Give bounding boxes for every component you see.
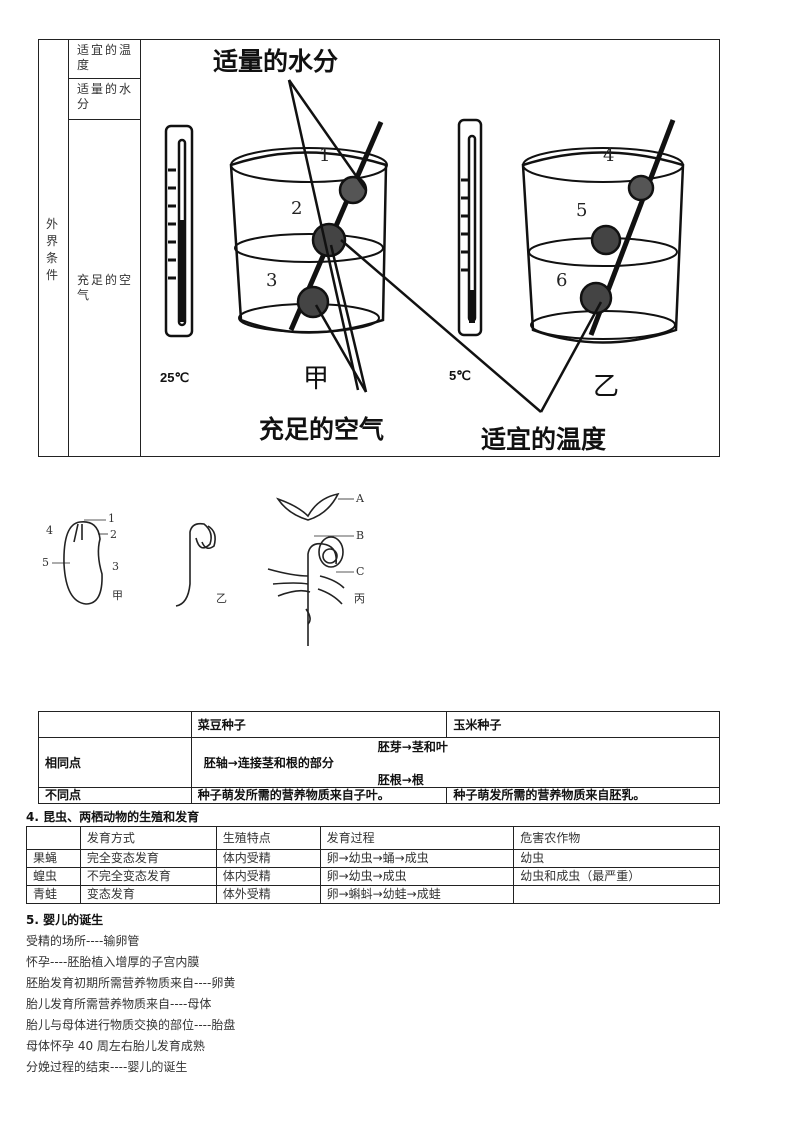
list-item: 分娩过程的结束----婴儿的诞生	[26, 1060, 188, 1074]
seed-comparison-table: 菜豆种子 玉米种子 相同点 胚轴→连接茎和根的部分 胚芽→茎和叶 胚根→根 不同…	[38, 711, 721, 804]
header-cell-corn: 玉米种子	[446, 711, 720, 738]
hypocotyl-text: 胚轴→连接茎和根的部分	[203, 756, 334, 770]
condition-water: 适量的水分	[69, 79, 140, 120]
part-B: B	[356, 529, 365, 542]
table-cell: 不完全变态发育	[79, 867, 217, 886]
figure-yi-label: 乙	[216, 592, 227, 605]
beaker-yi-label: 乙	[593, 372, 620, 402]
figure-bing-label: 丙	[354, 592, 365, 605]
table-cell: 完全变态发育	[79, 849, 217, 868]
condition-air: 充足的空气	[77, 273, 134, 302]
table-row-differences: 不同点 种子萌发所需的营养物质来自子叶。 种子萌发所需的营养物质来自胚乳。	[38, 787, 720, 804]
plumule-text: 胚芽→茎和叶	[377, 740, 448, 754]
part-C: C	[356, 565, 365, 578]
germinating-seed-icon	[175, 522, 212, 607]
beaker-yi-icon	[521, 151, 685, 344]
header-cell	[26, 826, 81, 850]
seedling-illustration	[52, 492, 354, 646]
table-cell: 体外受精	[215, 885, 321, 904]
table-cell: 卵→蝌蚪→幼蛙→成蛙	[319, 885, 515, 904]
part-1: 1	[108, 512, 115, 525]
bean-seedling-icon	[307, 542, 338, 646]
list-item: 胎儿发育所需营养物质来自----母体	[26, 997, 212, 1011]
temp-yi: 5℃	[449, 368, 471, 383]
insect-amphibian-table: 发育方式 生殖特点 发育过程 危害农作物 果蝇 完全变态发育 体内受精 卵→幼虫…	[26, 826, 720, 904]
part-2: 2	[110, 528, 117, 541]
table-cell: 幼虫和成虫（最严重）	[513, 867, 720, 886]
table-cell: 卵→幼虫→蛹→成虫	[319, 849, 515, 868]
seed-6: 6	[556, 270, 568, 291]
bean-difference: 种子萌发所需的营养物质来自子叶。	[190, 787, 448, 804]
part-4: 4	[46, 524, 53, 537]
beaker-jia-label: 甲	[303, 364, 330, 394]
callout-air: 充足的空气	[259, 415, 385, 444]
part-A: A	[356, 492, 364, 505]
thermometer-icon	[164, 124, 194, 338]
radicle-text: 胚根→根	[377, 773, 424, 787]
beaker-illustration	[164, 79, 685, 413]
seedling-figures: 1 2 3 4 5 甲 乙 A B C 丙	[38, 484, 378, 649]
seed-3: 3	[266, 270, 278, 291]
seed-5: 5	[576, 200, 588, 221]
callout-water: 适量的水分	[213, 47, 339, 76]
part-5: 5	[42, 556, 49, 569]
header-cell: 发育方式	[79, 826, 217, 850]
birth-facts-list: 受精的场所----输卵管 怀孕----胚胎植入增厚的子宫内膜 胚胎发育初期所需营…	[26, 931, 235, 1078]
header-cell: 危害农作物	[513, 826, 720, 850]
part-3: 3	[112, 560, 119, 573]
external-conditions-cell: 外界条件	[39, 40, 69, 456]
header-cell-bean: 菜豆种子	[190, 711, 448, 738]
table-header-row: 菜豆种子 玉米种子	[38, 711, 720, 738]
header-cell	[38, 711, 192, 738]
seed-1: 1	[319, 145, 331, 166]
table-cell: 青蛙	[26, 885, 81, 904]
germination-conditions-table: 外界条件 适宜的温度 适量的水分 充足的空气	[38, 39, 720, 457]
list-item: 母体怀孕 40 周左右胎儿发育成熟	[26, 1039, 205, 1053]
table-row: 青蛙 变态发育 体外受精 卵→蝌蚪→幼蛙→成蛙	[26, 885, 720, 904]
table-header-row: 发育方式 生殖特点 发育过程 危害农作物	[26, 826, 720, 850]
section-4-title: 4. 昆虫、两栖动物的生殖和发育	[26, 810, 200, 824]
figure-jia-label: 甲	[112, 589, 123, 602]
condition-temperature: 适宜的温度	[69, 40, 140, 79]
temp-jia: 25℃	[160, 370, 190, 385]
row-label-differences: 不同点	[38, 787, 192, 804]
callout-temperature: 适宜的温度	[481, 425, 607, 454]
thermometer-icon	[457, 118, 483, 337]
seed-4: 4	[603, 145, 615, 166]
table-row-similarities: 相同点 胚轴→连接茎和根的部分 胚芽→茎和叶 胚根→根	[38, 737, 721, 788]
header-cell: 发育过程	[319, 826, 515, 850]
table-cell: 蝗虫	[26, 867, 81, 886]
list-item: 胎儿与母体进行物质交换的部位----胎盘	[26, 1018, 236, 1032]
beaker-experiment-figure: 适量的水分 充足的空气 适宜的温度 25℃ 5℃ 甲 乙 1 2 3 4 5 6	[141, 40, 719, 456]
list-item: 受精的场所----输卵管	[26, 934, 140, 948]
table-cell: 体内受精	[215, 849, 321, 868]
table-row: 果蝇 完全变态发育 体内受精 卵→幼虫→蛹→成虫 幼虫	[26, 849, 720, 868]
table-cell: 幼虫	[513, 849, 720, 868]
table-cell: 变态发育	[79, 885, 217, 904]
section-5-title: 5. 婴儿的诞生	[26, 913, 104, 927]
seed-2: 2	[291, 198, 303, 219]
similarities-cell: 胚轴→连接茎和根的部分 胚芽→茎和叶 胚根→根	[190, 737, 721, 788]
table-row: 蝗虫 不完全变态发育 体内受精 卵→幼虫→成虫 幼虫和成虫（最严重）	[26, 867, 720, 886]
row-label-similarities: 相同点	[38, 737, 192, 788]
conditions-column: 适宜的温度 适量的水分 充足的空气	[69, 40, 141, 456]
bean-seed-icon	[63, 521, 103, 605]
corn-difference: 种子萌发所需的营养物质来自胚乳。	[446, 787, 720, 804]
table-cell: 体内受精	[215, 867, 321, 886]
list-item: 胚胎发育初期所需营养物质来自----卵黄	[26, 976, 236, 990]
table-cell	[513, 885, 720, 904]
table-cell: 果蝇	[26, 849, 81, 868]
table-cell: 卵→幼虫→成虫	[319, 867, 515, 886]
list-item: 怀孕----胚胎植入增厚的子宫内膜	[26, 955, 200, 969]
header-cell: 生殖特点	[215, 826, 321, 850]
external-conditions-label: 外界条件	[45, 217, 58, 282]
